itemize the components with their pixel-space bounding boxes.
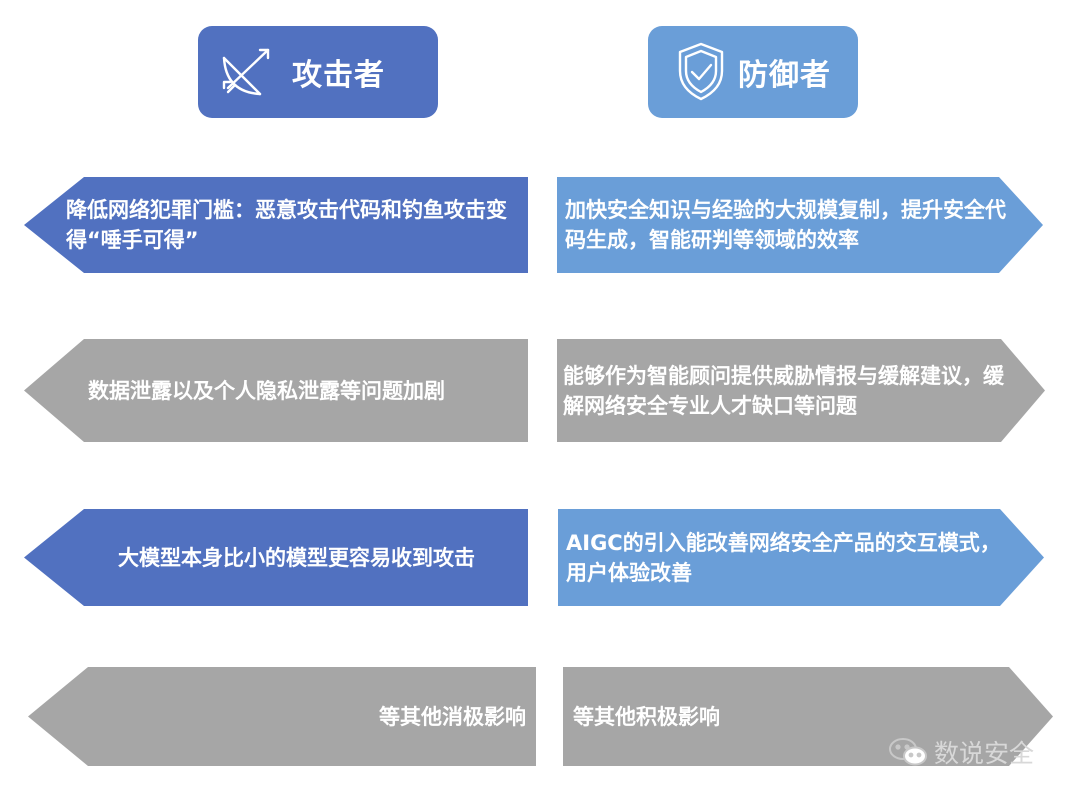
watermark: 数说安全 <box>888 734 1034 770</box>
defender-impact-1: 加快安全知识与经验的大规模复制，提升安全代码生成，智能研判等领域的效率 <box>557 177 1043 273</box>
defender-impact-3-text: AIGC的引入能改善网络安全产品的交互模式，用户体验改善 <box>566 530 1001 585</box>
defender-impact-4: 等其他积极影响 <box>563 667 1053 766</box>
defender-header: 防御者 <box>648 26 858 118</box>
attacker-impact-3: 大模型本身比小的模型更容易收到攻击 <box>24 509 528 606</box>
attacker-impact-1-text: 降低网络犯罪门槛：恶意攻击代码和钓鱼攻击变得“唾手可得” <box>66 198 507 252</box>
attacker-impact-2: 数据泄露以及个人隐私泄露等问题加剧 <box>24 339 528 442</box>
attacker-impact-2-text: 数据泄露以及个人隐私泄露等问题加剧 <box>88 378 445 403</box>
attacker-impact-1: 降低网络犯罪门槛：恶意攻击代码和钓鱼攻击变得“唾手可得” <box>24 177 528 273</box>
attacker-header-label: 攻击者 <box>292 58 385 93</box>
bow-arrow-icon <box>216 42 276 102</box>
watermark-text: 数说安全 <box>934 739 1035 768</box>
defender-impact-4-text: 等其他积极影响 <box>573 704 720 729</box>
attacker-header: 攻击者 <box>198 26 438 118</box>
defender-impact-1-text: 加快安全知识与经验的大规模复制，提升安全代码生成，智能研判等领域的效率 <box>565 198 1006 252</box>
defender-impact-3: AIGC的引入能改善网络安全产品的交互模式，用户体验改善 <box>558 509 1044 606</box>
defender-impact-2-text: 能够作为智能顾问提供威胁情报与缓解建议，缓解网络安全专业人才缺口等问题 <box>563 363 1004 418</box>
wechat-icon <box>888 736 928 768</box>
shield-check-icon <box>676 41 726 103</box>
attacker-impact-4: 等其他消极影响 <box>28 667 536 766</box>
defender-impact-2: 能够作为智能顾问提供威胁情报与缓解建议，缓解网络安全专业人才缺口等问题 <box>557 339 1045 442</box>
attacker-impact-3-text: 大模型本身比小的模型更容易收到攻击 <box>118 545 475 570</box>
attacker-impact-4-text: 等其他消极影响 <box>379 704 526 729</box>
defender-header-label: 防御者 <box>738 58 831 93</box>
